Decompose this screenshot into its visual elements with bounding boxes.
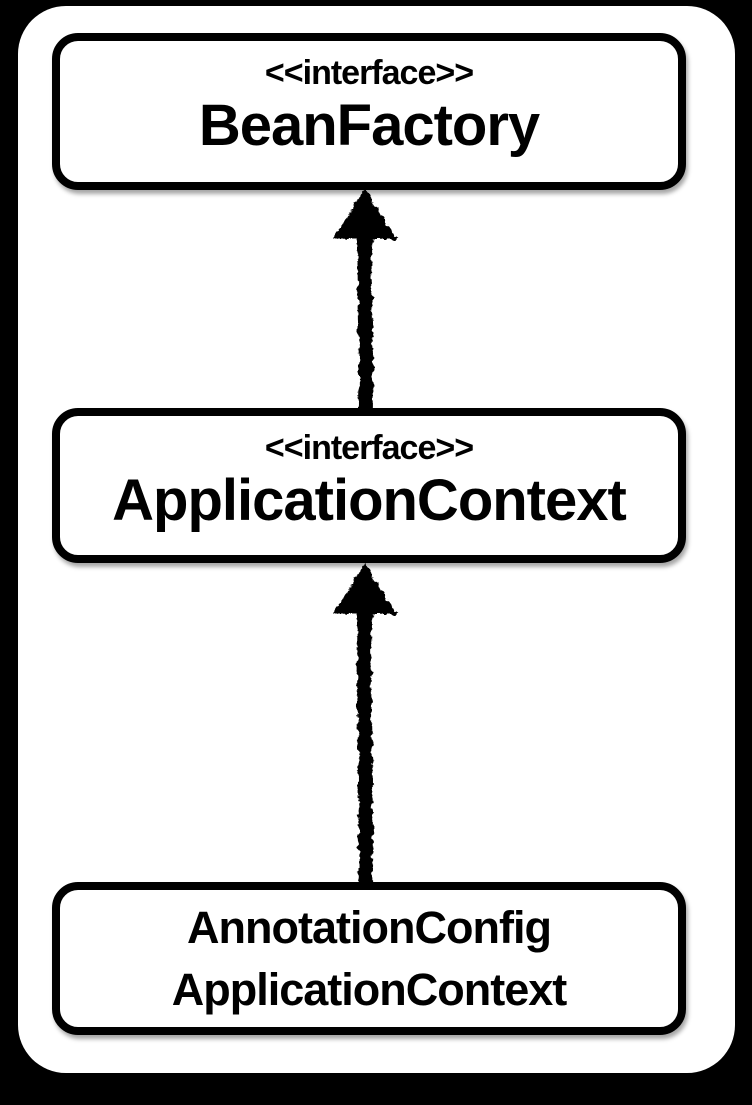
beanfactory-class-name: BeanFactory — [198, 93, 540, 158]
applicationcontext-class-name: ApplicationContext — [112, 468, 627, 533]
diagram-canvas: <<interface>> BeanFactory <<interface>> … — [18, 6, 735, 1073]
annotationconfig-class-name-line2: ApplicationContext — [171, 963, 567, 1015]
node-beanfactory: <<interface>> BeanFactory — [52, 33, 686, 190]
node-applicationcontext: <<interface>> ApplicationContext — [52, 408, 686, 563]
beanfactory-stereotype-label: <<interface>> — [264, 54, 474, 92]
node-annotationconfig-applicationcontext: AnnotationConfig ApplicationContext — [52, 882, 686, 1035]
annotationconfig-class-name-line1: AnnotationConfig — [187, 901, 552, 953]
applicationcontext-stereotype-label: <<interface>> — [264, 429, 474, 467]
inheritance-arrow-icon — [333, 188, 397, 417]
inheritance-arrow-icon — [333, 563, 397, 888]
